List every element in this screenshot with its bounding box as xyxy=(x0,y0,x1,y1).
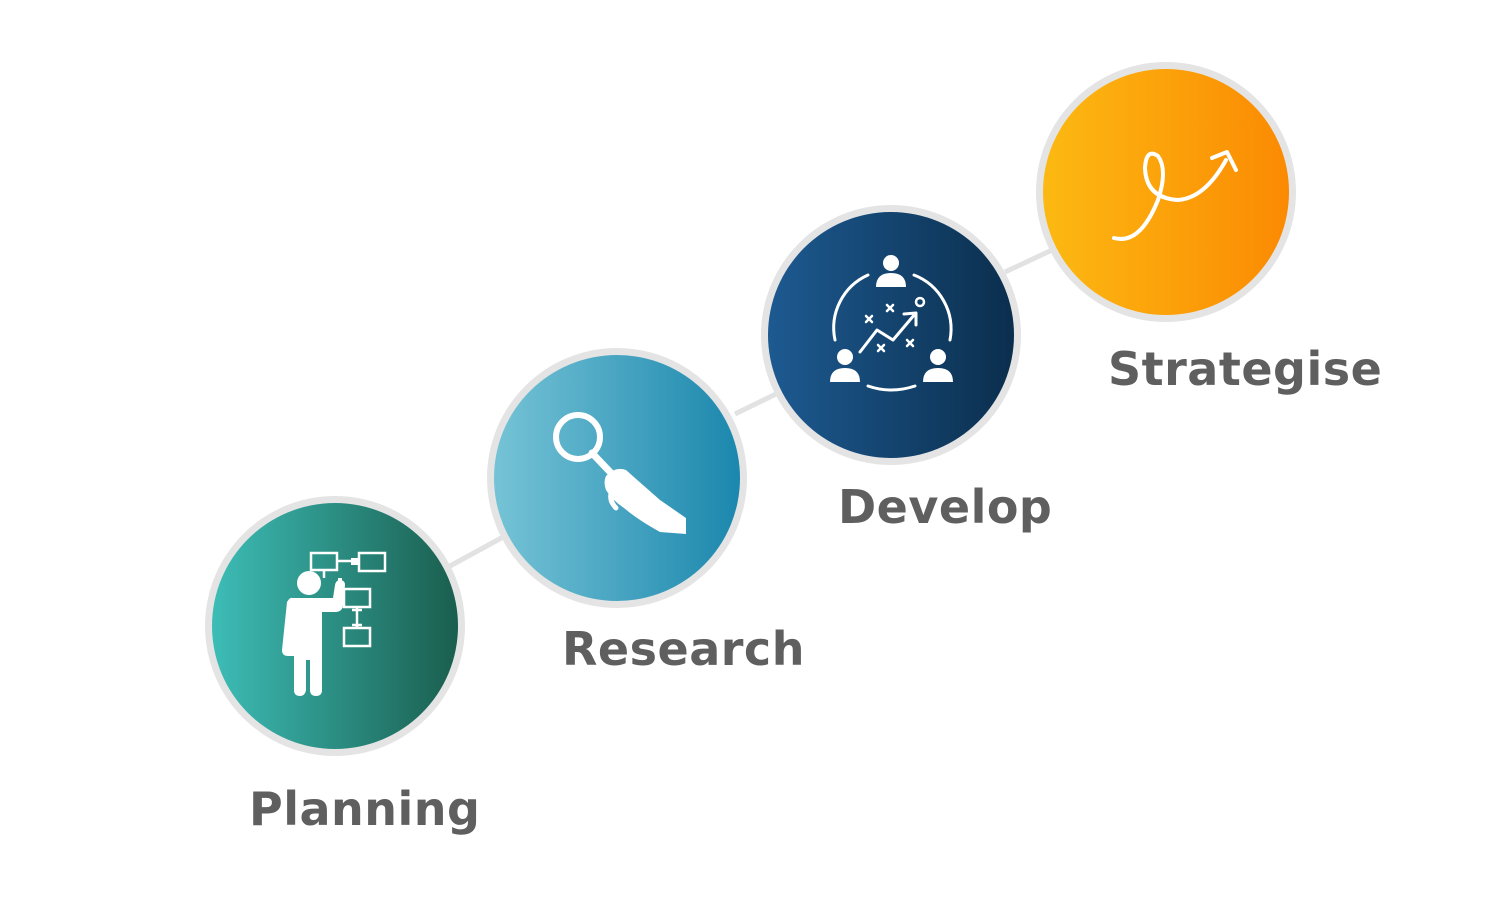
step-circle xyxy=(212,503,458,749)
person-flowchart-icon xyxy=(282,551,387,696)
step-label-develop: Develop xyxy=(838,480,1053,534)
connector-line xyxy=(733,389,782,417)
step-circle xyxy=(768,212,1014,458)
connector-line xyxy=(1003,247,1054,275)
step-research xyxy=(487,348,747,608)
hand-magnifier-icon xyxy=(553,412,686,534)
loop-arrow-icon xyxy=(1112,150,1238,241)
step-label-research: Research xyxy=(562,622,805,676)
step-label-planning: Planning xyxy=(249,782,481,836)
connector-line xyxy=(448,533,507,569)
step-planning xyxy=(205,496,465,756)
step-label-strategise: Strategise xyxy=(1108,342,1383,396)
step-develop xyxy=(761,205,1021,465)
team-growth-icon xyxy=(830,255,953,392)
connectors xyxy=(448,247,1054,569)
step-circle xyxy=(1043,69,1289,315)
step-strategise xyxy=(1036,62,1296,322)
